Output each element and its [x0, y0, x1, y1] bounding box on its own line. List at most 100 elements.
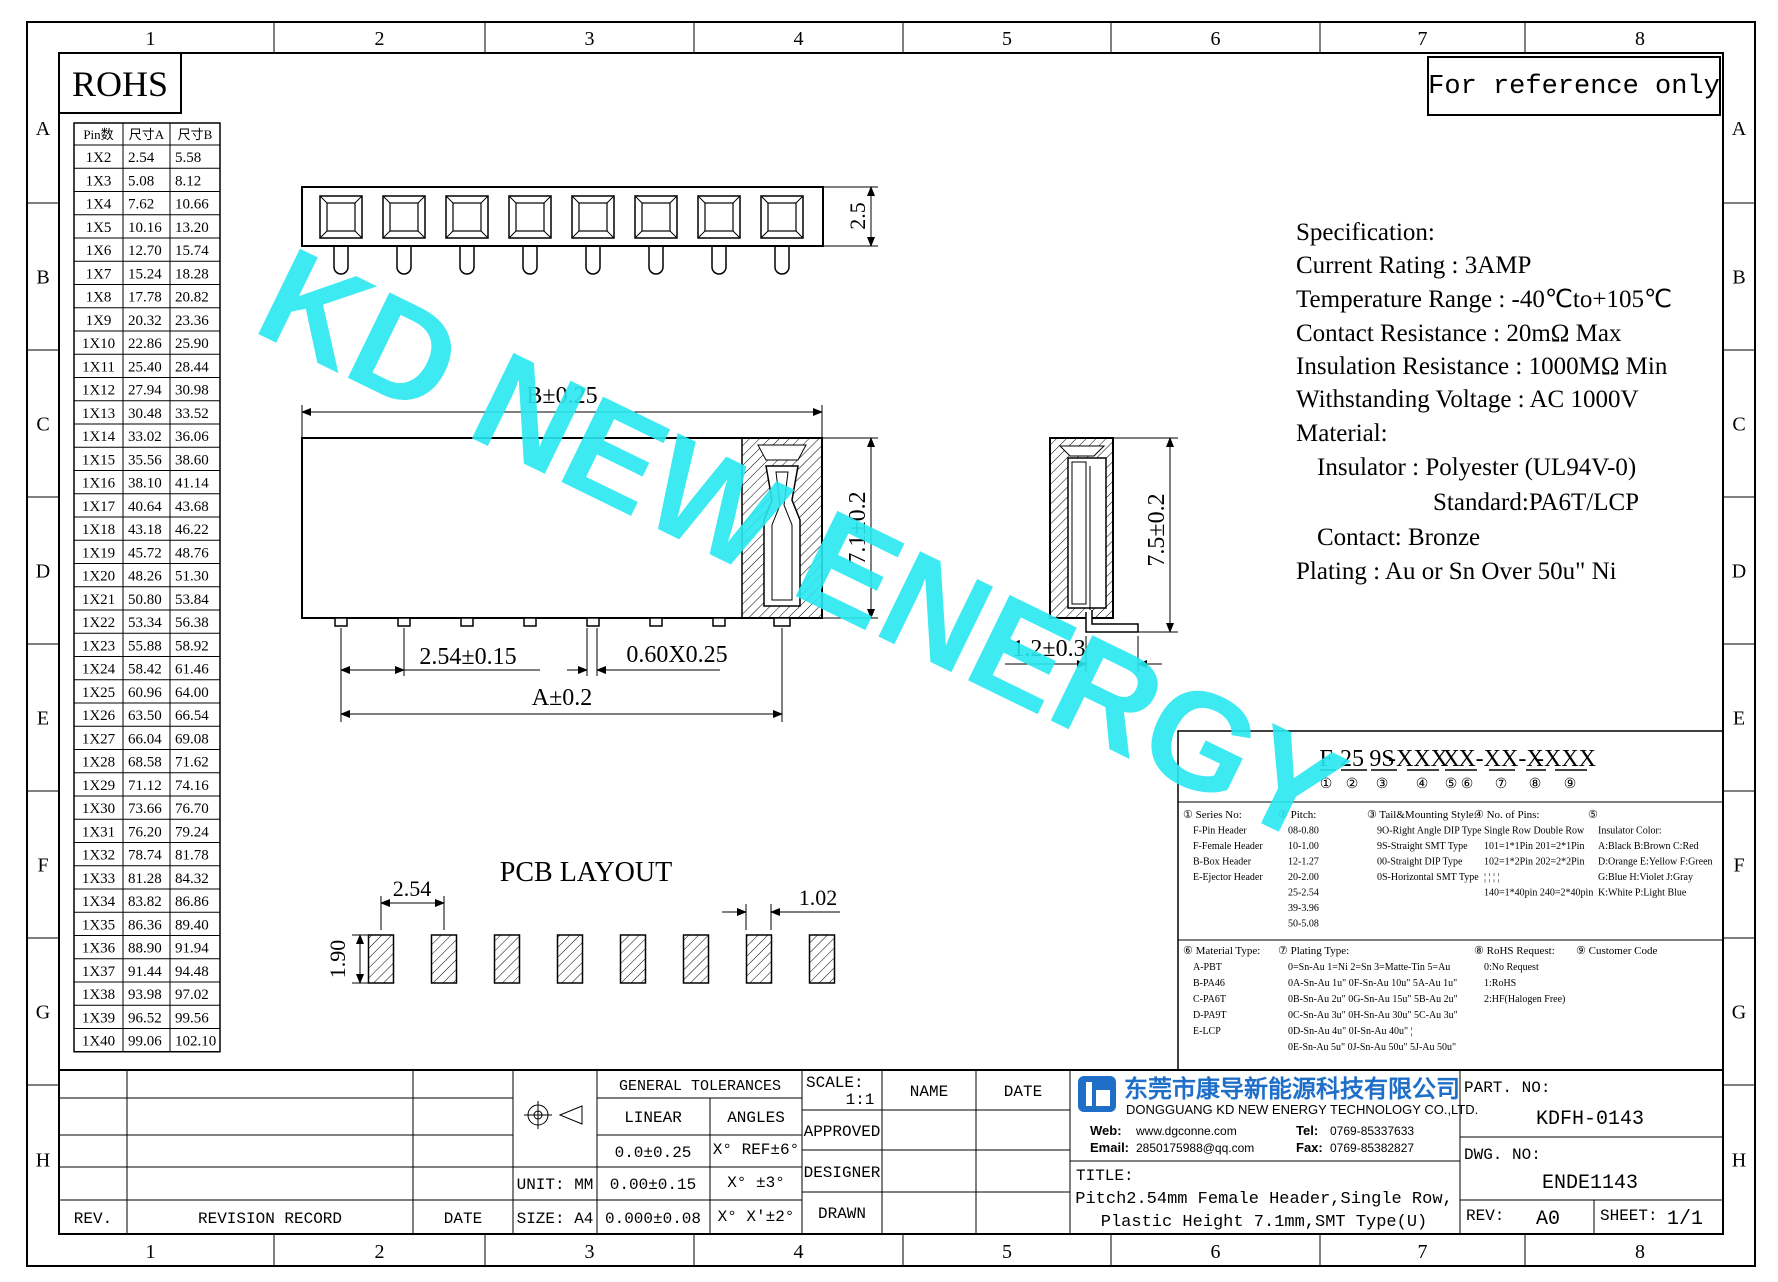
zone-row-right: B — [1732, 267, 1745, 289]
part-code-segment: 25 — [1340, 746, 1364, 772]
watermark: KD NEW ENERGY — [237, 219, 1366, 875]
legend-line: Insulator Color: — [1598, 826, 1662, 837]
top-view-pin — [522, 246, 538, 275]
dim-table-cell: 66.04 — [128, 731, 162, 747]
dim-table-cell: 33.02 — [128, 429, 162, 445]
dim-table-cell: 1X27 — [82, 731, 116, 747]
rohs-box — [58, 52, 182, 114]
front-height-dim: 7.1±0.2 — [845, 491, 871, 564]
title-block: REV. REVISION RECORD DATE UNIT: MM SIZE:… — [59, 1069, 1723, 1234]
dim-table-cell: 1X39 — [82, 1010, 115, 1026]
part-code-segment: -XX — [1476, 746, 1519, 772]
top-view-cell — [382, 195, 426, 239]
zone-col-top: 1 — [146, 28, 156, 50]
part-code-mark: ① — [1320, 777, 1333, 792]
zone-col-bottom: 7 — [1418, 1241, 1428, 1263]
approved-label: APPROVED — [804, 1123, 881, 1141]
zone-row-left: E — [37, 708, 49, 730]
top-height-dim: 2.5 — [845, 202, 870, 230]
dim-table-cell: 10.16 — [128, 220, 162, 236]
dwg-no-label: DWG. NO: — [1464, 1146, 1541, 1164]
part-code-segment: -XXX — [1388, 746, 1448, 772]
zone-col-bottom: 6 — [1211, 1241, 1221, 1263]
zone-row-right: F — [1733, 855, 1744, 877]
pcb-layout-title: PCB LAYOUT — [500, 857, 672, 888]
dim-table-cell: 76.20 — [128, 824, 162, 840]
dim-table-cell: 1X7 — [86, 266, 112, 282]
dim-table-cell: 51.30 — [175, 569, 209, 585]
date-header-2: DATE — [1004, 1083, 1042, 1101]
legend-line: K:White P:Light Blue — [1598, 888, 1687, 899]
a-length-dim: A±0.2 — [532, 685, 593, 711]
web-value: www.dgconne.com — [1135, 1124, 1237, 1138]
part-code-segment: X — [1458, 746, 1475, 772]
top-view-pin — [333, 246, 349, 275]
part-code-segment: X — [1442, 746, 1459, 772]
dim-table-cell: 38.10 — [128, 476, 162, 492]
legend-line: 08-0.80 — [1288, 826, 1319, 837]
dim-table-header: 尺寸A — [129, 127, 165, 142]
dim-table-cell: 1X18 — [82, 522, 115, 538]
top-view-cell — [508, 195, 552, 239]
legend-title: ④ No. of Pins: — [1474, 809, 1539, 821]
legend-line: A-PBT — [1193, 962, 1222, 973]
title-line-2: Plastic Height 7.1mm,SMT Type(U) — [1101, 1213, 1427, 1232]
dim-table-cell: 83.82 — [128, 894, 162, 910]
dim-table-cell: 1X35 — [82, 917, 115, 933]
dim-table-cell: 1X11 — [82, 359, 115, 375]
legend-title: ② Pitch: — [1278, 809, 1316, 821]
dim-table-cell: 1X14 — [82, 429, 116, 445]
legend-line: E-Ejector Header — [1193, 872, 1263, 883]
dim-table-cell: 73.66 — [128, 801, 162, 817]
legend-line: 0S-Horizontal SMT Type — [1377, 872, 1479, 883]
part-code-segment: F — [1319, 746, 1332, 772]
dim-table-cell: 38.60 — [175, 452, 209, 468]
pcb-pad — [367, 934, 395, 984]
top-view-cell — [634, 195, 678, 239]
dim-table-header: Pin数 — [83, 127, 113, 142]
dim-table-cell: 1X38 — [82, 987, 115, 1003]
dim-table-cell: 1X23 — [82, 638, 115, 654]
dim-table-cell: 55.88 — [128, 638, 162, 654]
dim-table-cell: 43.18 — [128, 522, 162, 538]
pcb-width-dim: 1.02 — [799, 885, 838, 910]
part-code-mark: ③ — [1376, 777, 1389, 792]
dim-table-cell: 1X33 — [82, 871, 115, 887]
legend-line: B-Box Header — [1193, 857, 1252, 868]
legend-line: 9O-Right Angle DIP Type — [1377, 826, 1482, 837]
dim-table-cell: 79.24 — [175, 824, 209, 840]
zone-col-bottom: 5 — [1002, 1241, 1012, 1263]
dim-table-cell: 27.94 — [128, 383, 162, 399]
pcb-height-dim: 1.90 — [325, 940, 350, 979]
dim-table-cell: 88.90 — [128, 941, 162, 957]
zone-row-left: G — [36, 1002, 50, 1024]
dim-table-cell: 1X19 — [82, 545, 115, 561]
spec-line-5: Withstanding Voltage : AC 1000V — [1296, 386, 1639, 413]
revision-record-header: REVISION RECORD — [198, 1210, 342, 1228]
front-view-pin — [586, 617, 600, 627]
dim-table-cell: 81.28 — [128, 871, 162, 887]
spec-line-10: Plating : Au or Sn Over 50u" Ni — [1296, 558, 1617, 585]
legend-line: 101=1*1Pin 201=2*1Pin — [1484, 841, 1584, 852]
dwg-no-value: ENDE1143 — [1542, 1172, 1638, 1195]
dim-table-cell: 71.12 — [128, 778, 162, 794]
pcb-pitch-dim: 2.54 — [393, 876, 432, 901]
part-code-mark: ⑧ — [1529, 777, 1542, 792]
side-height-dim: 7.5±0.2 — [1144, 493, 1170, 566]
dim-table-cell: 68.58 — [128, 755, 162, 771]
legend-line: 00-Straight DIP Type — [1377, 857, 1463, 868]
legend-line: 25-2.54 — [1288, 888, 1319, 899]
legend-title: ③ Tail&Mounting Style: — [1367, 809, 1477, 821]
title-label: TITLE: — [1076, 1167, 1134, 1185]
part-code-mark: ⑨ — [1564, 777, 1577, 792]
part-code-mark: ⑦ — [1495, 777, 1508, 792]
zone-row-right: H — [1732, 1150, 1746, 1172]
dim-table-cell: 40.64 — [128, 499, 162, 515]
spec-line-0: Specification: — [1296, 219, 1435, 246]
zone-row-left: B — [36, 267, 49, 289]
top-view-cell — [697, 195, 741, 239]
pcb-pad — [430, 934, 458, 984]
dim-table-cell: 5.08 — [128, 173, 154, 189]
designer-label: DESIGNER — [804, 1164, 881, 1182]
company-logo — [1078, 1076, 1116, 1112]
